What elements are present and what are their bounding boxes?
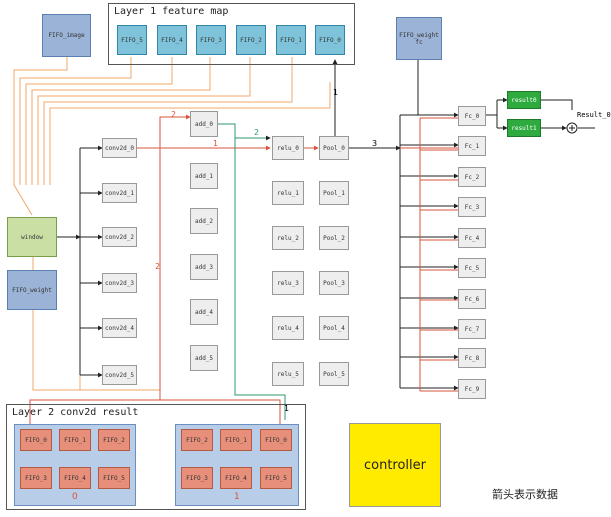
add-1: add_1 bbox=[190, 163, 218, 189]
l2g1-fifo-0: FIFO_0 bbox=[260, 429, 292, 451]
l2g1-fifo-4: FIFO_4 bbox=[220, 467, 252, 489]
conv2d-2: conv2d_2 bbox=[102, 227, 137, 247]
l2g0-fifo-5: FIFO_5 bbox=[98, 467, 130, 489]
l2g0-fifo-2: FIFO_2 bbox=[98, 429, 130, 451]
add-4: add_4 bbox=[190, 299, 218, 325]
fc-6: Fc_6 bbox=[458, 289, 486, 309]
fc-8: Fc_8 bbox=[458, 348, 486, 368]
conv2d-1: conv2d_1 bbox=[102, 183, 137, 203]
relu-2: relu_2 bbox=[272, 226, 304, 250]
pool-1: Pool_1 bbox=[319, 181, 349, 205]
arrow-label-c: 3 bbox=[372, 139, 378, 148]
conv2d-3: conv2d_3 bbox=[102, 273, 137, 293]
conv2d-5: conv2d_5 bbox=[102, 365, 137, 385]
add-2: add_2 bbox=[190, 208, 218, 234]
l2g0-fifo-1: FIFO_1 bbox=[59, 429, 91, 451]
arrow-label-f: 1 bbox=[284, 404, 290, 413]
arrow-label-a: 1 bbox=[213, 139, 219, 148]
fc-5: Fc_5 bbox=[458, 258, 486, 278]
relu-0: relu_0 bbox=[272, 136, 304, 160]
layer1-fifo-0: FIFO_0 bbox=[315, 25, 345, 55]
fc-2: Fc_2 bbox=[458, 167, 486, 187]
fifo-weight: FIFO_weight bbox=[7, 270, 57, 310]
add-0: add_0 bbox=[190, 111, 218, 137]
layer2-group1-label: 1 bbox=[234, 492, 240, 502]
fc-4: Fc_4 bbox=[458, 228, 486, 248]
layer1-title: Layer 1 feature map bbox=[114, 6, 229, 17]
arrow-label-g: 2 bbox=[155, 262, 161, 271]
fc-7: Fc_7 bbox=[458, 319, 486, 339]
conv2d-4: conv2d_4 bbox=[102, 318, 137, 338]
pool-4: Pool_4 bbox=[319, 316, 349, 340]
result-output-label: Result_0 bbox=[577, 111, 611, 119]
controller-block: controller bbox=[349, 423, 441, 507]
pool-5: Pool_5 bbox=[319, 362, 349, 386]
l2g1-fifo-5: FIFO_5 bbox=[260, 467, 292, 489]
l2g0-fifo-0: FIFO_0 bbox=[20, 429, 52, 451]
layer1-fifo-1: FIFO_1 bbox=[276, 25, 306, 55]
layer1-fifo-2: FIFO_2 bbox=[236, 25, 266, 55]
relu-5: relu_5 bbox=[272, 362, 304, 386]
layer2-group0-label: 0 bbox=[72, 492, 78, 502]
legend-note: 箭头表示数据 bbox=[492, 488, 558, 501]
fc-3: Fc_3 bbox=[458, 197, 486, 217]
result1-block: result1 bbox=[507, 119, 541, 137]
arrow-label-d: 2 bbox=[171, 110, 177, 119]
layer1-fifo-4: FIFO_4 bbox=[157, 25, 187, 55]
arrow-label-b: 2 bbox=[254, 128, 260, 137]
conv2d-0: conv2d_0 bbox=[102, 138, 137, 158]
relu-4: relu_4 bbox=[272, 316, 304, 340]
l2g1-fifo-1: FIFO_1 bbox=[220, 429, 252, 451]
arrow-label-e: 1 bbox=[333, 88, 339, 97]
l2g1-fifo-2: FIFO_2 bbox=[181, 429, 213, 451]
add-3: add_3 bbox=[190, 254, 218, 280]
pool-3: Pool_3 bbox=[319, 271, 349, 295]
fifo-weight-fc: FIFO_weight fc bbox=[396, 17, 442, 60]
fc-0: Fc_0 bbox=[458, 106, 486, 126]
result0-block: result0 bbox=[507, 91, 541, 109]
pool-2: Pool_2 bbox=[319, 226, 349, 250]
fc-1: Fc_1 bbox=[458, 136, 486, 156]
l2g1-fifo-3: FIFO_3 bbox=[181, 467, 213, 489]
add-5: add_5 bbox=[190, 345, 218, 371]
layer1-fifo-3: FIFO_3 bbox=[196, 25, 226, 55]
pool-0: Pool_0 bbox=[319, 136, 349, 160]
l2g0-fifo-3: FIFO_3 bbox=[20, 467, 52, 489]
window-block: window bbox=[7, 217, 57, 257]
fc-9: Fc_9 bbox=[458, 379, 486, 399]
fifo-image: FIFO_image bbox=[42, 14, 91, 57]
layer1-fifo-5: FIFO_5 bbox=[117, 25, 147, 55]
layer1-panel bbox=[108, 3, 355, 65]
l2g0-fifo-4: FIFO_4 bbox=[59, 467, 91, 489]
relu-1: relu_1 bbox=[272, 181, 304, 205]
layer2-panel bbox=[6, 404, 306, 510]
layer2-title: Layer 2 conv2d result bbox=[12, 407, 139, 418]
relu-3: relu_3 bbox=[272, 271, 304, 295]
